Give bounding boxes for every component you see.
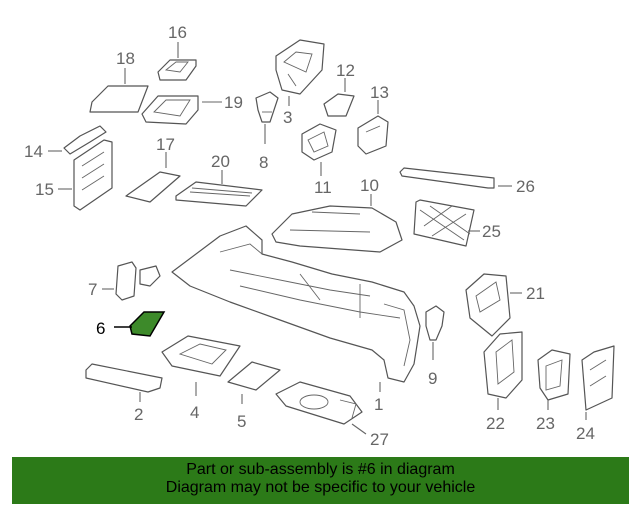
label-12: 12 bbox=[336, 61, 355, 80]
label-18: 18 bbox=[116, 49, 135, 68]
part-6-drawing bbox=[129, 311, 166, 337]
part-11-drawing bbox=[301, 123, 337, 161]
part-25-drawing bbox=[413, 199, 475, 247]
label-8: 8 bbox=[259, 153, 268, 172]
label-24: 24 bbox=[576, 424, 595, 443]
label-15: 15 bbox=[35, 180, 54, 199]
part-22-drawing bbox=[483, 331, 523, 399]
label-2: 2 bbox=[134, 405, 143, 424]
part-27-drawing bbox=[275, 381, 363, 425]
part-9-drawing bbox=[425, 305, 445, 341]
label-7: 7 bbox=[88, 280, 97, 299]
part-15-drawing bbox=[73, 139, 113, 211]
part-5-drawing bbox=[227, 361, 281, 391]
part-20-drawing bbox=[175, 181, 263, 207]
part-1-drawing bbox=[171, 225, 421, 383]
part-24-drawing bbox=[581, 345, 615, 411]
part-14-drawing bbox=[63, 125, 107, 155]
label-19: 19 bbox=[224, 93, 243, 112]
label-13: 13 bbox=[370, 83, 389, 102]
label-26: 26 bbox=[516, 177, 535, 196]
part-4-drawing bbox=[161, 335, 241, 377]
label-5: 5 bbox=[237, 412, 246, 431]
label-17: 17 bbox=[156, 135, 175, 154]
part-26-drawing bbox=[399, 167, 495, 189]
label-6: 6 bbox=[96, 319, 105, 338]
label-16: 16 bbox=[168, 23, 187, 42]
label-1: 1 bbox=[374, 395, 383, 414]
banner-line-2: Diagram may not be specific to your vehi… bbox=[165, 479, 476, 496]
label-3: 3 bbox=[283, 108, 292, 127]
part-12-drawing bbox=[323, 93, 355, 117]
part-18-drawing bbox=[89, 85, 149, 113]
part-23-drawing bbox=[537, 349, 571, 401]
part-6-highlight bbox=[129, 311, 166, 337]
info-banner: Part or sub-assembly is #6 in diagram Di… bbox=[12, 457, 629, 504]
part-10-drawing bbox=[271, 205, 403, 253]
label-9: 9 bbox=[428, 369, 437, 388]
banner-line-1: Part or sub-assembly is #6 in diagram bbox=[186, 461, 455, 478]
part-17-drawing bbox=[125, 171, 181, 203]
part-3-drawing bbox=[275, 39, 325, 95]
label-23: 23 bbox=[536, 414, 555, 433]
parts-diagram: 2 4 5 6 7 8 9 10 11 12 13 14 15 16 17 18… bbox=[24, 23, 615, 449]
part-13-drawing bbox=[357, 115, 389, 155]
label-21: 21 bbox=[526, 284, 545, 303]
part-19-drawing bbox=[141, 95, 199, 125]
label-14: 14 bbox=[24, 142, 43, 161]
label-22: 22 bbox=[486, 414, 505, 433]
part-16-drawing bbox=[157, 59, 197, 81]
label-4: 4 bbox=[190, 403, 199, 422]
part-7-drawing bbox=[115, 261, 161, 301]
part-21-drawing bbox=[465, 273, 511, 337]
label-25: 25 bbox=[482, 222, 501, 241]
label-27: 27 bbox=[370, 430, 389, 449]
label-11: 11 bbox=[314, 178, 332, 197]
label-20: 20 bbox=[211, 152, 230, 171]
label-10: 10 bbox=[360, 176, 379, 195]
part-8-drawing bbox=[255, 91, 279, 123]
part-2-drawing bbox=[85, 363, 163, 393]
